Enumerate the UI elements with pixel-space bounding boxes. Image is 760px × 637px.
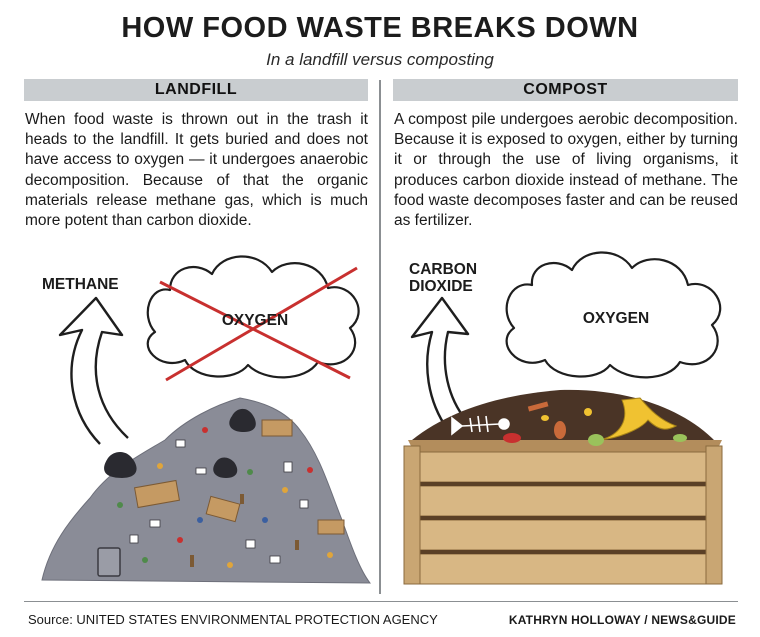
oxygen-cloud-compost <box>505 251 722 379</box>
landfill-header: LANDFILL <box>24 79 368 101</box>
center-divider <box>379 80 381 594</box>
page-subtitle: In a landfill versus composting <box>266 50 494 69</box>
oxygen-cloud-landfill <box>146 255 360 379</box>
red-cross-mark <box>159 266 358 382</box>
footer-rule <box>24 601 738 602</box>
compost-header: COMPOST <box>393 79 738 101</box>
author-credit: KATHRYN HOLLOWAY / NEWS&GUIDE <box>508 613 736 627</box>
carbon-dioxide-label-line2: DIOXIDE <box>409 278 473 295</box>
landfill-description: When food waste is thrown out in the tra… <box>25 111 368 230</box>
compost-crate <box>403 389 723 585</box>
methane-label: METHANE <box>42 276 119 293</box>
carbon-dioxide-label-line1: CARBON <box>409 261 478 278</box>
carbon-dioxide-arrow <box>410 296 470 431</box>
compost-description: A compost pile undergoes aerobic decompo… <box>394 111 738 230</box>
carbon-dioxide-label: CARBON DIOXIDE <box>409 261 499 295</box>
page-title: HOW FOOD WASTE BREAKS DOWN <box>121 12 639 44</box>
source-credit: Source: UNITED STATES ENVIRONMENTAL PROT… <box>28 612 438 627</box>
landfill-pile <box>41 397 372 584</box>
methane-arrow <box>58 296 129 445</box>
